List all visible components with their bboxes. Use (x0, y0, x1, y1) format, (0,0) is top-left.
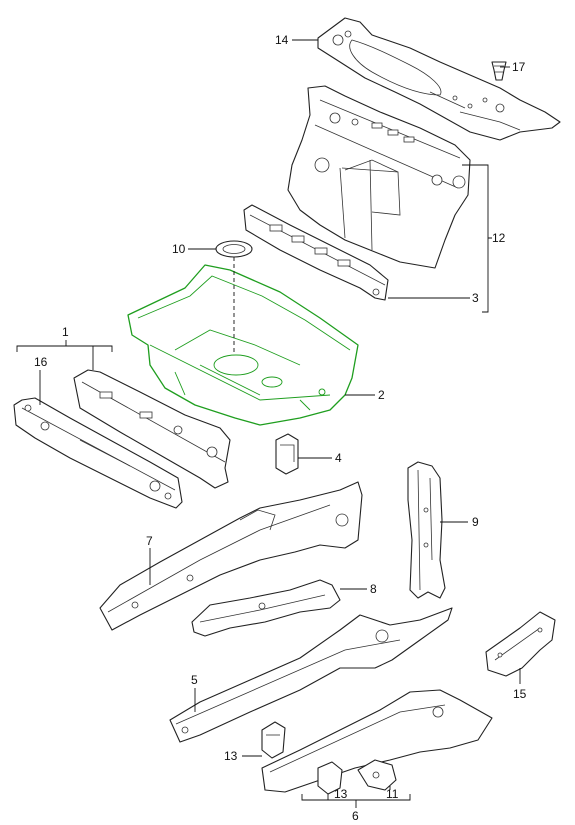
part-11-bracket[interactable] (357, 759, 397, 791)
callout-13-bottom: 13 (334, 787, 348, 801)
part-13-bracket-left[interactable] (261, 721, 286, 759)
part-10-seal-ring[interactable] (215, 240, 253, 258)
leader-lines (16, 39, 521, 808)
part-8-reinforcement[interactable] (191, 579, 341, 637)
callout-15: 15 (513, 687, 527, 701)
callout-9: 9 (472, 515, 479, 529)
part-13-bracket-bottom[interactable] (317, 761, 343, 795)
part-1-inner-rail[interactable] (73, 369, 231, 489)
part-7-longitudinal-member[interactable] (99, 481, 363, 631)
callout-5: 5 (191, 673, 198, 687)
callout-3: 3 (472, 291, 479, 305)
callout-6: 6 (352, 809, 359, 823)
callout-10: 10 (172, 242, 186, 256)
part-15-plate[interactable] (485, 611, 556, 677)
part-6-floor-member[interactable] (261, 689, 493, 793)
callout-16: 16 (34, 355, 48, 369)
callout-2: 2 (378, 388, 385, 402)
callout-7: 7 (146, 534, 153, 548)
part-5-sill-member[interactable] (169, 607, 453, 743)
callout-13-left: 13 (224, 749, 238, 763)
part-3-cross-member[interactable] (243, 204, 389, 301)
part-4-bracket[interactable] (275, 433, 299, 475)
part-9-pillar[interactable] (407, 461, 446, 599)
callout-8: 8 (370, 582, 377, 596)
callout-17: 17 (512, 60, 526, 74)
callout-11: 11 (386, 787, 399, 801)
callout-14: 14 (275, 33, 289, 47)
part-2-floor-pan-highlighted[interactable] (127, 264, 359, 426)
callout-1: 1 (62, 325, 69, 339)
part-12-rear-bulkhead[interactable] (287, 85, 471, 269)
callout-4: 4 (335, 451, 342, 465)
part-17-clip[interactable] (491, 61, 507, 81)
callout-12: 12 (492, 231, 506, 245)
part-16-side-member[interactable] (13, 397, 183, 509)
part-14-rear-shelf[interactable] (317, 17, 561, 141)
